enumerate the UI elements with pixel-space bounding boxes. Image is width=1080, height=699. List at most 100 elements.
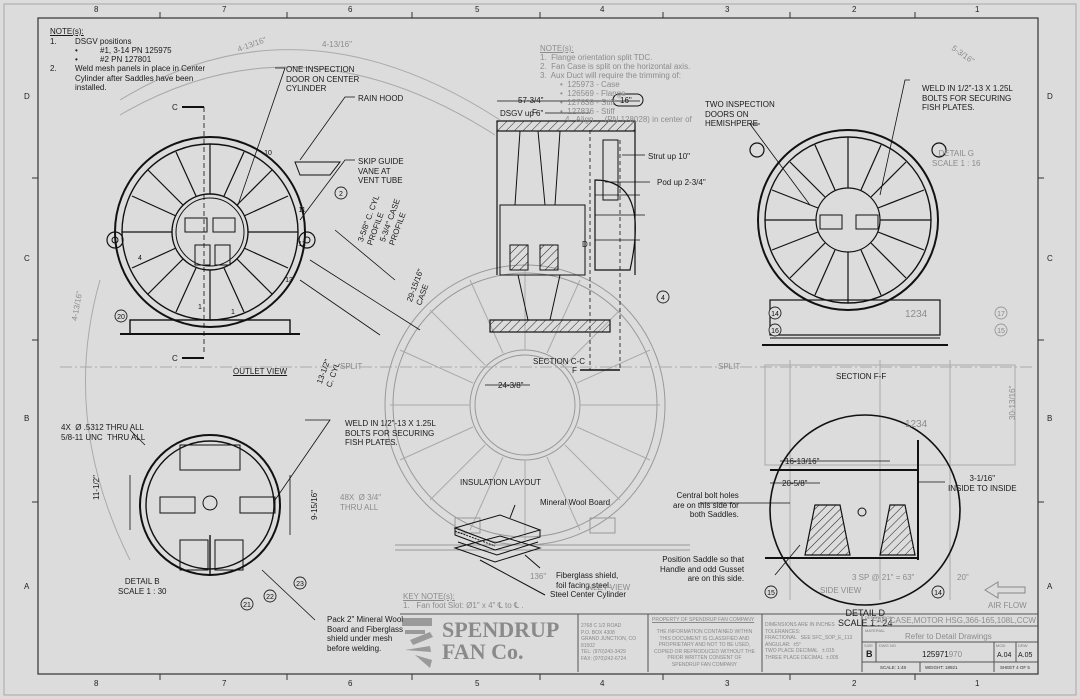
notes-center-1: 1. Flange orientation split TDC.	[540, 53, 653, 62]
svg-text:15: 15	[997, 328, 1005, 335]
zone-col-7: 7	[222, 5, 227, 14]
dim-16: 16"	[620, 96, 632, 105]
zone-col-5: 5	[475, 5, 480, 14]
note-1a-text: #1, 3-14 PN 125975	[100, 46, 172, 55]
callout-central-bolt-holes: Central bolt holes are on this side for …	[673, 491, 739, 519]
zone-col-2: 2	[852, 5, 857, 14]
zone-row-d: D	[24, 92, 30, 101]
label-insulation-layout: INSULATION LAYOUT	[460, 478, 542, 487]
description-label: DESCRIPTION	[865, 615, 893, 620]
mod-value: A.04	[997, 652, 1012, 659]
svg-text:22: 22	[266, 594, 274, 601]
section-marker-c-bottom: C	[172, 354, 178, 363]
svg-text:14: 14	[934, 590, 942, 597]
dim-inside-to-inside: 3-1/16" INSIDE TO INSIDE	[948, 474, 1017, 493]
zone-col-4-bottom: 4	[600, 679, 605, 688]
size-label: SIZE	[864, 643, 873, 648]
label-detail-b: DETAIL B SCALE 1 : 30	[118, 577, 167, 596]
detail-marker-d: D	[582, 240, 588, 249]
description-value: FAN CASE,MOTOR HSG,366-165,108L,CCW	[872, 616, 1036, 625]
note-1-text: DSGV positions	[75, 37, 132, 46]
callout-weld-fish-plates-center: WELD IN 1/2"-13 X 1.25L BOLTS FOR SECURI…	[345, 419, 436, 447]
callout-two-inspection-doors: TWO INSPECTION DOORS ON HEMISHPERE	[705, 100, 775, 128]
label-1234-upper: 1234	[905, 309, 928, 320]
dim-57-3-4: 57-3/4"	[518, 96, 544, 105]
label-air-flow: AIR FLOW	[988, 601, 1027, 610]
callout-position-saddle: Position Saddle so that Handle and odd G…	[660, 555, 745, 583]
zone-col-3-bottom: 3	[725, 679, 730, 688]
callout-mineral-wool-board: Mineral Wool Board	[540, 498, 611, 507]
callout-48x-holes: 48X Ø 3/4" THRU ALL	[340, 493, 382, 512]
label-pod-up: Pod up 2-3/4"	[657, 178, 706, 187]
note-1-num: 1.	[50, 37, 57, 46]
label-1234-lower: 1234	[905, 419, 928, 430]
callout-skip-guide-vane: SKIP GUIDE VANE AT VENT TUBE	[358, 157, 404, 185]
svg-text:17: 17	[997, 311, 1005, 318]
note-2-num: 2.	[50, 64, 57, 73]
label-inlet-view: INLET VIEW	[585, 583, 631, 592]
svg-text:10: 10	[264, 150, 272, 157]
callout-fiberglass-shield: Fiberglass shield, foil facing steel.	[556, 571, 619, 590]
svg-text:12: 12	[298, 241, 306, 248]
svg-text:4: 4	[661, 295, 665, 302]
zone-col-8: 8	[94, 5, 99, 14]
dim-11-1-2: 11-1/2"	[92, 475, 101, 500]
label-side-view: SIDE VIEW	[820, 586, 862, 595]
svg-text:20: 20	[117, 314, 125, 321]
company-name-line2: FAN Co.	[442, 639, 524, 664]
zone-col-6: 6	[348, 5, 353, 14]
key-notes-heading: KEY NOTE(s):	[403, 592, 455, 601]
zone-col-1-bottom: 1	[975, 679, 980, 688]
note-1a-bullet: •	[75, 46, 78, 55]
zone-col-8-bottom: 8	[94, 679, 99, 688]
notes-left-heading: NOTE(s):	[50, 27, 84, 36]
zone-row-a-right: A	[1047, 582, 1053, 591]
dim-20-5-8: 20-5/8"	[782, 479, 808, 488]
dwg-no-label: DWG NO	[879, 643, 896, 648]
callout-rain-hood: RAIN HOOD	[358, 94, 404, 103]
dwg-no-value: 125971970	[922, 650, 962, 660]
zone-row-a: A	[24, 582, 30, 591]
scale-value: SCALE: 1:48	[880, 665, 907, 670]
key-note-1: 1. Fan foot Slot: Ø1" x 4" ℄ to ℄ .	[403, 601, 524, 610]
drw-label: DRW	[1018, 643, 1028, 648]
property-heading: PROPERTY OF SPENDRUP FAN COMPANY	[652, 617, 755, 623]
material-value: Refer to Detail Drawings	[905, 632, 992, 641]
material-label: MATERIAL	[865, 628, 885, 633]
svg-text:4: 4	[138, 255, 142, 262]
section-marker-f-top: F	[532, 108, 537, 117]
notes-center-4: 4. Align ... (PN 128028) in center of	[565, 115, 692, 124]
note-1b-text: #2 PN 127801	[100, 55, 152, 64]
notes-center-3a: • 125973 - Case	[560, 80, 620, 89]
label-outlet-view: OUTLET VIEW	[233, 367, 288, 376]
label-detail-d: DETAIL D SCALE 1 : 24	[838, 608, 893, 628]
company-name-line1: SPENDRUP	[442, 617, 560, 642]
zone-col-3: 3	[725, 5, 730, 14]
svg-text:1: 1	[231, 309, 235, 316]
zone-row-b: B	[24, 414, 30, 423]
notes-center-3d: • 127836 - Stiff	[560, 107, 615, 116]
dim-3-sp-21: 3 SP @ 21" = 63"	[852, 573, 915, 582]
label-strut-up: Strut up 10"	[648, 152, 690, 161]
tolerances-block: DIMENSIONS ARE IN INCHES TOLERANCES: FRA…	[765, 622, 853, 661]
zone-row-c: C	[24, 254, 30, 263]
sheet-value: SHEET 4 OF 5	[1000, 665, 1030, 670]
dim-30-13-16: 30-13/16"	[1008, 385, 1017, 420]
zone-col-2-bottom: 2	[852, 679, 857, 688]
note-1b-bullet: •	[75, 55, 78, 64]
zone-col-1: 1	[975, 5, 980, 14]
notes-center-3b: • 126569 - Flange	[560, 89, 626, 98]
zone-row-b-right: B	[1047, 414, 1053, 423]
zone-col-6-bottom: 6	[348, 679, 353, 688]
callout-weld-fish-plates-right: WELD IN 1/2"-13 X 1.25L BOLTS FOR SECURI…	[922, 84, 1013, 112]
notes-center-3c: • 127838 - Stiff	[560, 98, 615, 107]
notes-center-2: 2. Fan Case is split on the horizontal a…	[540, 62, 691, 71]
callout-pack-mineral-wool: Pack 2" Mineral Wool Board and Fiberglas…	[327, 615, 404, 653]
dim-136: 136"	[530, 572, 547, 581]
size-value: B	[866, 649, 873, 659]
svg-text:16: 16	[771, 328, 779, 335]
label-dsgv-up: DSGV up 6"	[500, 109, 544, 118]
dim-16-13-16: 16-13/16"	[785, 457, 820, 466]
label-split-left: SPLIT	[340, 362, 363, 371]
